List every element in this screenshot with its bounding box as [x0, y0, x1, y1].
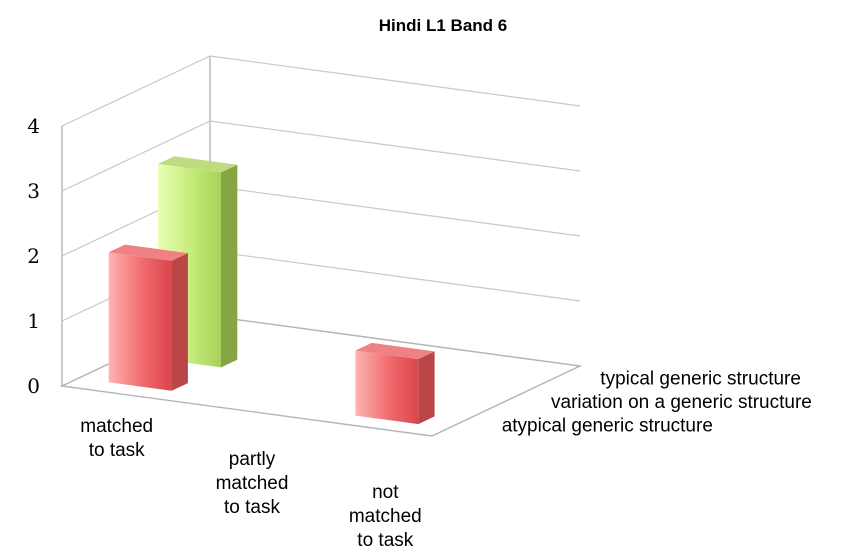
- x-tick-label-line: to task: [224, 497, 280, 518]
- x-tick-label-line: matched: [349, 506, 422, 527]
- x-tick-label-line: to task: [89, 440, 145, 461]
- y-tick-label: 2: [27, 244, 40, 268]
- bar-front-face: [355, 350, 419, 425]
- bar-top-face: [108, 244, 188, 261]
- x-tick-label-line: not: [372, 482, 399, 503]
- x-tick-label: partly matched to task: [216, 449, 289, 518]
- gridline: [61, 185, 581, 257]
- bar-side-face: [171, 253, 188, 391]
- chart-title: Hindi L1 Band 6: [379, 16, 507, 35]
- bar-side-face: [418, 351, 435, 425]
- depth-tick-label: variation on a generic structure: [551, 392, 812, 413]
- bar-not-matched-to-task-atypical-generic-structure: [355, 342, 435, 425]
- x-tick-label-line: to task: [357, 530, 413, 551]
- x-tick-label-line: partly: [229, 449, 276, 470]
- x-tick-label-line: matched: [216, 473, 289, 494]
- x-tick-label: not matched to task: [349, 482, 422, 551]
- bar-side-face: [221, 164, 238, 368]
- bars-group: [108, 156, 435, 425]
- y-tick-label: 4: [27, 114, 40, 138]
- x-tick-labels: matched to task partly matched to task not mat…: [80, 416, 421, 551]
- gridline: [61, 120, 581, 192]
- y-tick-label: 0: [27, 374, 40, 398]
- y-tick-label: 1: [27, 309, 40, 333]
- x-tick-label-line: matched: [80, 416, 153, 437]
- depth-tick-label: atypical generic structure: [502, 415, 713, 436]
- x-tick-label: matched to task: [80, 416, 153, 461]
- bar-matched-to-task-atypical-generic-structure: [108, 244, 188, 391]
- bar-top-face: [158, 156, 238, 173]
- y-tick-labels: 0 1 2 3 4: [27, 114, 40, 398]
- depth-tick-label: typical generic structure: [600, 369, 801, 390]
- gridline: [61, 55, 581, 127]
- bar-front-face: [108, 252, 172, 391]
- y-tick-label: 3: [27, 179, 40, 203]
- bar-top-face: [355, 342, 435, 360]
